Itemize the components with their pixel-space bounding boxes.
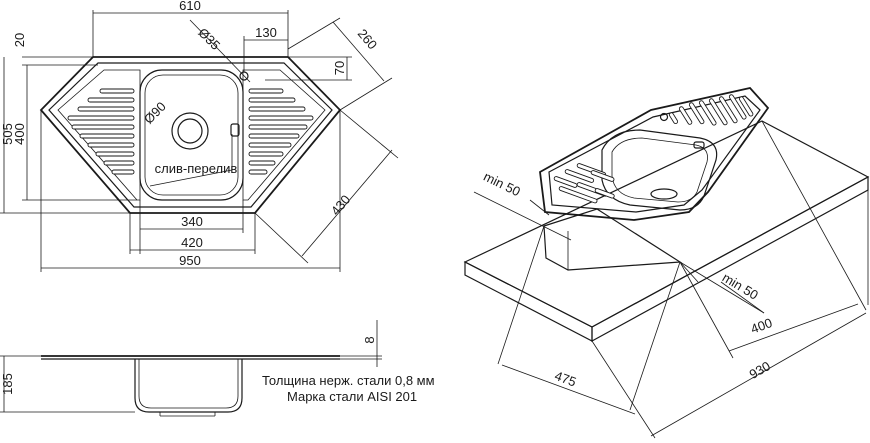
dim-430: 430 (328, 192, 353, 218)
bowl-profile (134, 359, 243, 413)
iso-right-grooves (668, 94, 754, 126)
dim-70: 70 (332, 61, 347, 75)
drain-overflow-label: слив-перелив (155, 161, 238, 176)
left-grooves (67, 88, 135, 175)
overflow-slot (230, 123, 240, 137)
drainboard-left (57, 69, 141, 201)
countertop-side (591, 175, 869, 343)
note-grade: Марка стали AISI 201 (287, 389, 417, 404)
iso-overflow (693, 141, 705, 149)
drain-outer (171, 112, 209, 150)
iso-dimensions (473, 120, 869, 439)
iso-bowl-inner (611, 137, 708, 203)
dim-20: 20 (12, 33, 27, 47)
dim-min50-left: min 50 (481, 169, 523, 200)
dim-diameter-35: Ø35 (195, 25, 223, 53)
sink-rim-inner (48, 62, 333, 208)
note-thickness: Толщина нерж. стали 0,8 мм (262, 373, 435, 388)
dim-min50-right: min 50 (720, 270, 761, 303)
dim-505: 505 (0, 123, 15, 145)
dim-260: 260 (355, 26, 380, 52)
dim-475: 475 (553, 368, 579, 390)
iso-drain (650, 188, 678, 200)
countertop-top (463, 120, 870, 328)
bowl-inner (144, 74, 239, 196)
top-view: 610 130 Ø35 260 20 70 505 400 Ø90 слив-п… (0, 0, 399, 272)
iso-sink-outline (539, 87, 770, 221)
bowl (139, 69, 244, 201)
iso-view: min 50 min 50 400 475 930 (463, 87, 870, 439)
sink-body (543, 208, 682, 271)
top-dimensions (0, 10, 399, 272)
drain-inner (177, 118, 203, 144)
iso-left-grooves (553, 163, 615, 204)
dim-8: 8 (362, 336, 377, 343)
dim-610: 610 (179, 0, 201, 13)
iso-bowl (601, 129, 718, 211)
dim-930: 930 (747, 358, 773, 382)
dim-400: 400 (12, 123, 27, 145)
countertop-front (464, 261, 593, 342)
dim-340: 340 (181, 214, 203, 229)
side-view: 8 185 Толщина нерж. стали 0,8 мм Марка с… (0, 320, 435, 417)
dim-420: 420 (181, 235, 203, 250)
bowl-profile-inner (138, 359, 239, 409)
iso-faucet-hole (659, 112, 669, 122)
right-grooves (248, 88, 314, 175)
dim-950: 950 (179, 253, 201, 268)
dim-400-iso: 400 (749, 315, 775, 337)
dim-130: 130 (255, 25, 277, 40)
dim-185: 185 (0, 373, 15, 395)
